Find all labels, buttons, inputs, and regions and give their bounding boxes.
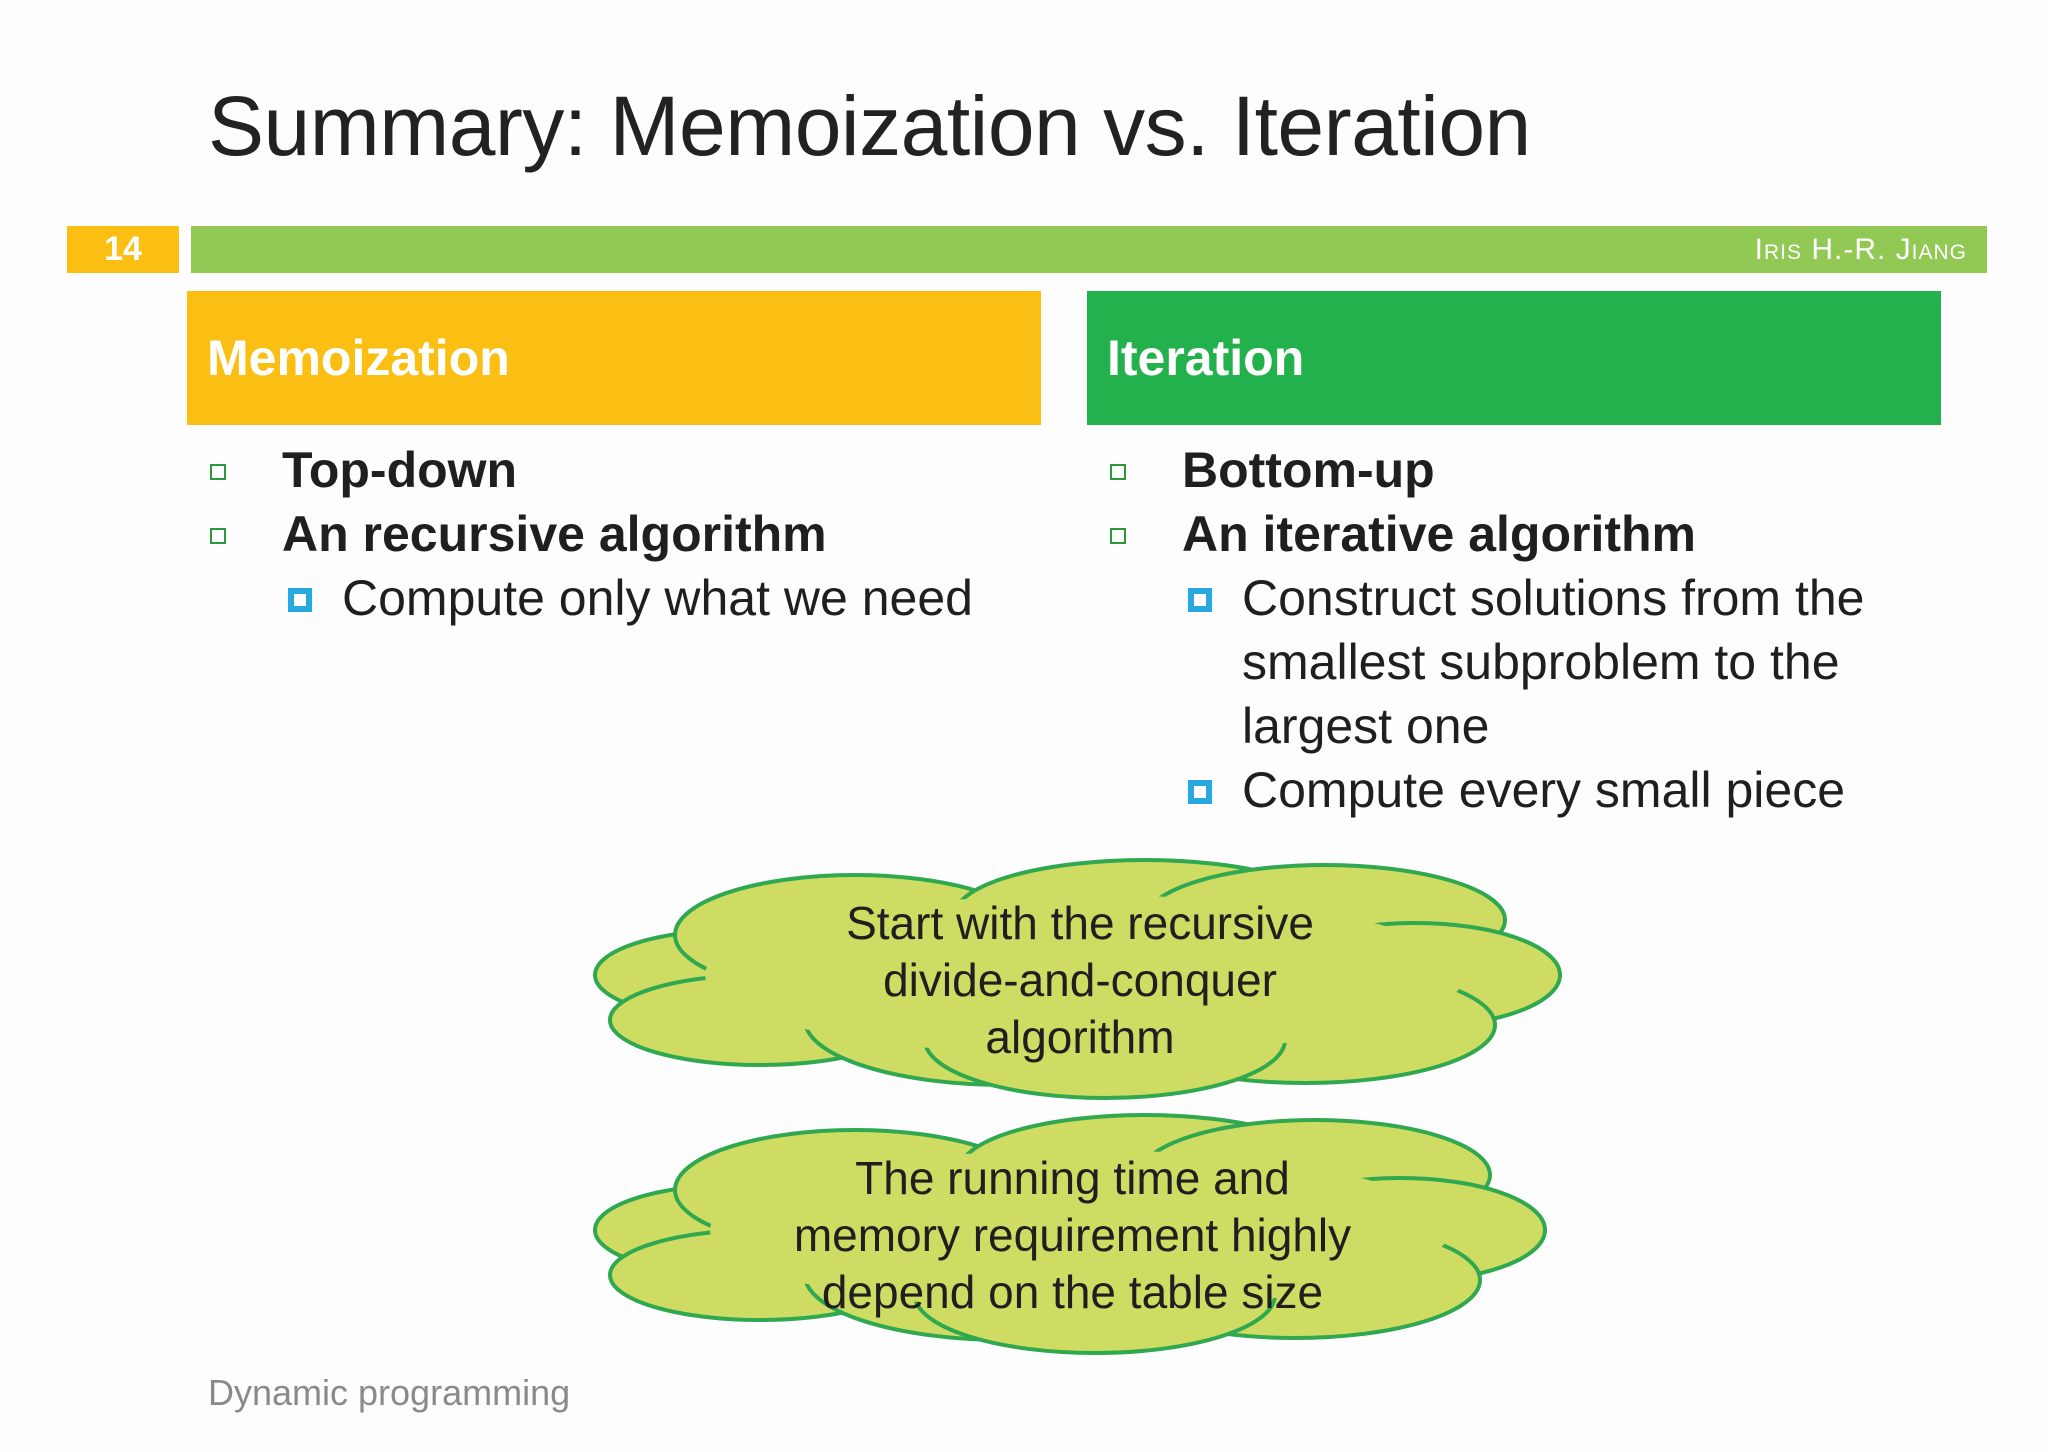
cloud-line: The running time and xyxy=(855,1151,1290,1204)
sub-list-item: Compute only what we need xyxy=(288,566,973,630)
blue-square-icon xyxy=(1188,780,1212,804)
author-name: Iris H.-R. Jiang xyxy=(1754,233,1967,266)
slide-footer: Dynamic programming xyxy=(208,1372,571,1413)
list-item: An recursive algorithm xyxy=(208,502,973,566)
blue-square-icon xyxy=(1188,588,1212,612)
sub-list-item: Construct solutions from the smallest su… xyxy=(1188,566,1942,758)
hollow-square-icon xyxy=(210,464,226,480)
sub-item-text: Construct solutions from the smallest su… xyxy=(1242,570,1865,754)
list-item: Bottom-up xyxy=(1108,438,1942,502)
sub-list-item: Compute every small piece xyxy=(1188,758,1942,822)
cloud-line: algorithm xyxy=(985,1010,1175,1063)
cloud-text: The running time and memory requirement … xyxy=(585,1110,1560,1360)
cloud-callout-divide-and-conquer: Start with the recursive divide-and-conq… xyxy=(585,855,1575,1105)
cloud-shape-icon xyxy=(593,858,1562,1100)
cloud-text: Start with the recursive divide-and-conq… xyxy=(585,855,1575,1105)
list-item-text: An iterative algorithm xyxy=(1182,506,1696,562)
cloud-line: memory requirement highly xyxy=(793,1208,1352,1261)
sub-item-text: Compute every small piece xyxy=(1242,762,1846,818)
memoization-list: Top-down An recursive algorithm Compute … xyxy=(208,438,973,630)
cloud-line: depend on the table size xyxy=(821,1265,1324,1318)
cloud-line: Start with the recursive xyxy=(846,896,1314,949)
list-item-text: Top-down xyxy=(282,442,518,498)
cloud-shape-icon xyxy=(593,1113,1547,1355)
iteration-header: Iteration xyxy=(1087,291,1941,425)
sub-item-text: Compute only what we need xyxy=(342,570,973,626)
slide-title: Summary: Memoization vs. Iteration xyxy=(208,79,1531,173)
header-bar: Iris H.-R. Jiang xyxy=(191,226,1987,273)
iteration-list: Bottom-up An iterative algorithm Constru… xyxy=(1108,438,1942,822)
list-item-text: Bottom-up xyxy=(1182,442,1435,498)
list-item: An iterative algorithm xyxy=(1108,502,1942,566)
cloud-callout-table-size: The running time and memory requirement … xyxy=(585,1110,1560,1360)
hollow-square-icon xyxy=(1110,464,1126,480)
list-item-text: An recursive algorithm xyxy=(282,506,827,562)
slide-number-badge: 14 xyxy=(67,226,179,273)
hollow-square-icon xyxy=(210,528,226,544)
hollow-square-icon xyxy=(1110,528,1126,544)
cloud-line: divide-and-conquer xyxy=(883,953,1277,1006)
blue-square-icon xyxy=(288,588,312,612)
memoization-header: Memoization xyxy=(187,291,1041,425)
list-item: Top-down xyxy=(208,438,973,502)
